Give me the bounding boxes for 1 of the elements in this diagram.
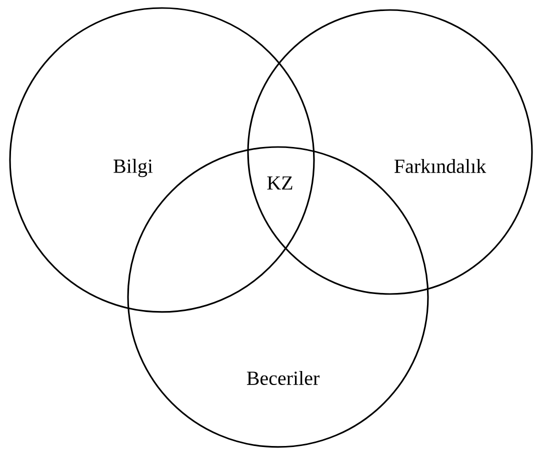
region-label: KZ <box>267 176 292 190</box>
